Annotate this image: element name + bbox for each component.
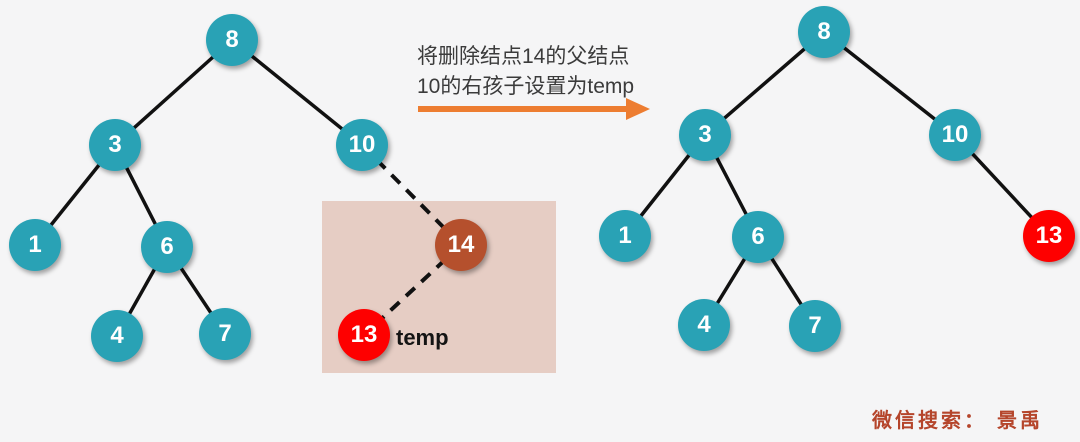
step-annotation-line1: 将删除结点14的父结点 bbox=[417, 45, 630, 68]
detached-node-13: 13 bbox=[338, 309, 390, 361]
left-tree-node-3: 3 bbox=[89, 119, 141, 171]
right-tree-node-1: 1 bbox=[599, 210, 651, 262]
detached-node-14: 14 bbox=[435, 219, 487, 271]
right-tree-edges bbox=[623, 30, 1051, 327]
left-tree-node-4: 4 bbox=[91, 310, 143, 362]
left-tree-node-6: 6 bbox=[141, 221, 193, 273]
left-tree-edges bbox=[33, 38, 364, 337]
right-tree-node-6: 6 bbox=[732, 211, 784, 263]
right-tree-node-7: 7 bbox=[789, 300, 841, 352]
right-tree-node-4: 4 bbox=[678, 299, 730, 351]
watermark-text: 微信搜索： 景禹 bbox=[872, 408, 1043, 432]
transition-arrow-icon bbox=[418, 98, 650, 120]
right-tree-node-13: 13 bbox=[1023, 210, 1075, 262]
left-tree-node-1: 1 bbox=[9, 219, 61, 271]
step-annotation: 将删除结点14的父结点 10的右孩子设置为temp bbox=[417, 42, 634, 102]
left-tree-node-10: 10 bbox=[336, 119, 388, 171]
right-tree-node-8: 8 bbox=[798, 6, 850, 58]
temp-pointer-label: temp bbox=[396, 325, 449, 350]
step-annotation-line2: 10的右孩子设置为temp bbox=[417, 75, 635, 98]
left-tree-node-7: 7 bbox=[199, 308, 251, 360]
right-tree-node-3: 3 bbox=[679, 109, 731, 161]
right-tree-node-10: 10 bbox=[929, 109, 981, 161]
left-tree-node-8: 8 bbox=[206, 14, 258, 66]
